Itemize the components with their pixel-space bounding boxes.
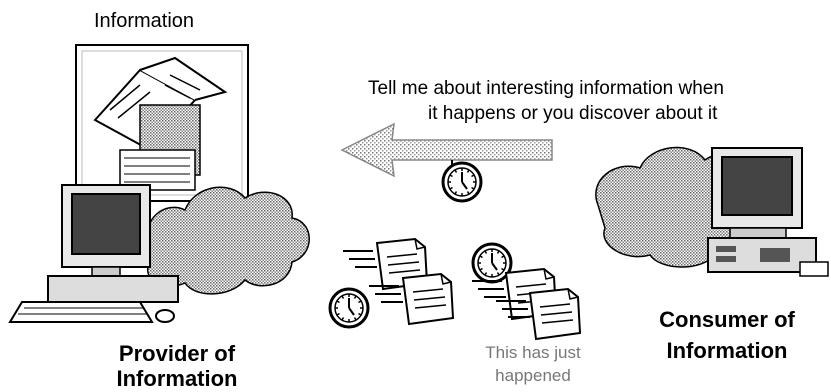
consumer-title-line2: Information xyxy=(632,338,822,364)
newspaper-stack-icon xyxy=(76,45,248,201)
consumer-title-line1: Consumer of xyxy=(632,307,822,333)
information-source-label: Information xyxy=(94,10,194,33)
clock-icon xyxy=(443,163,481,201)
request-text-line2: it happens or you discover about it xyxy=(428,103,717,125)
request-text-line1: Tell me about interesting information wh… xyxy=(368,78,724,100)
provider-title-line2: Information xyxy=(52,366,302,392)
clock-icon xyxy=(473,244,511,282)
computer-icon xyxy=(708,148,828,276)
clock-icon xyxy=(330,289,368,327)
event-caption-line1: This has just xyxy=(453,343,613,363)
provider-title-line1: Provider of xyxy=(52,341,302,367)
event-caption-line2: happened xyxy=(453,366,613,386)
